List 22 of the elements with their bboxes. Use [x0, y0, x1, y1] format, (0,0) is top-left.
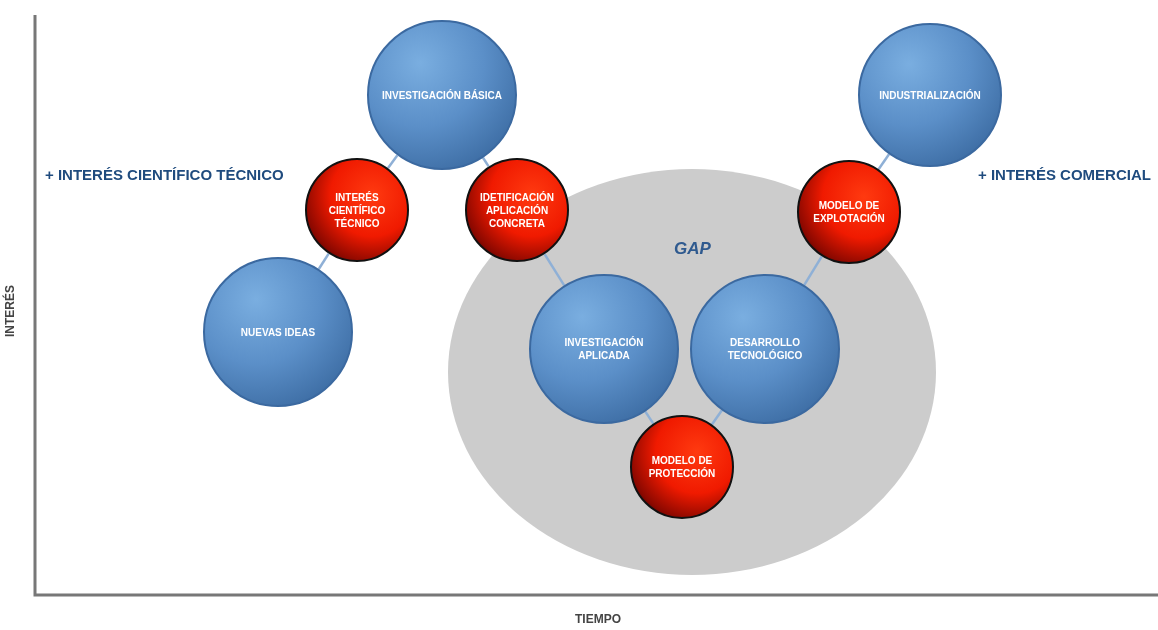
connector-line [386, 154, 399, 169]
connector-line [481, 157, 490, 168]
node-label: INVESTIGACIÓN BÁSICA [381, 88, 503, 102]
connector-line [877, 153, 891, 170]
node-label: INDUSTRIALIZACIÓN [878, 88, 982, 102]
node-label: IDETIFICACIÓN APLICACIÓN CONCRETA [479, 190, 555, 230]
connector-line [644, 410, 655, 425]
node-label: MODELO DE PROTECCIÓN [647, 454, 717, 480]
connector-line [803, 255, 823, 286]
axis-title: TIEMPO [575, 612, 621, 626]
axis-title: INTERÉS [3, 285, 17, 337]
connector-line [543, 253, 566, 287]
axis-note: + INTERÉS COMERCIAL [978, 166, 1151, 183]
node-label: MODELO DE EXPLOTACIÓN [812, 199, 886, 225]
node-label: DESARROLLO TECNOLÓGICO [726, 336, 804, 362]
axis-note: + INTERÉS CIENTÍFICO TÉCNICO [45, 166, 284, 183]
node-label: NUEVAS IDEAS [239, 325, 317, 339]
gap-label: GAP [674, 239, 711, 259]
node-label: INVESTIGACIÓN APLICADA [563, 336, 645, 362]
connector-line [317, 252, 330, 270]
node-label: INTERÉS CIENTÍFICO TÉCNICO [327, 190, 387, 230]
connector-line [710, 409, 723, 426]
